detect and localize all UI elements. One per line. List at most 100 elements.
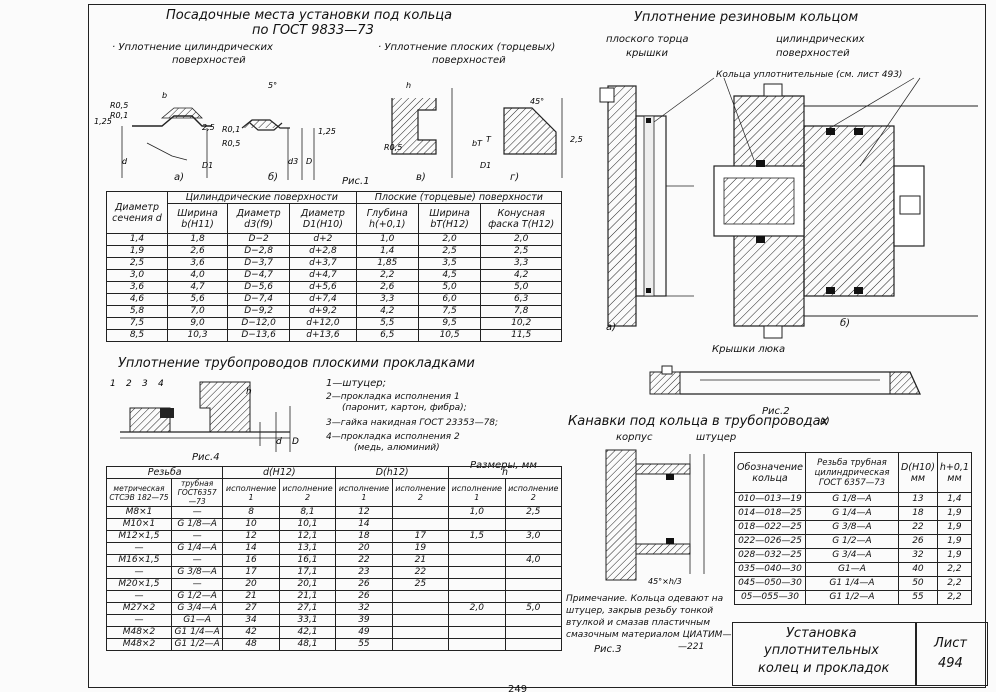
t3-row-cell: G1 1/4—A bbox=[804, 576, 899, 591]
flat-heading: · Уплотнение плоских (торцевых) bbox=[378, 42, 556, 53]
t1-col-6: Конусная фаска T(H12) bbox=[480, 203, 562, 234]
t2-isp2-h: исполнение 2 bbox=[504, 478, 563, 507]
t3-row-cell: 05—055—30 bbox=[734, 590, 806, 605]
t3-row-cell: 1,9 bbox=[936, 520, 973, 535]
cyl-heading: · Уплотнение цилиндрических bbox=[112, 42, 273, 53]
rubber-heading: Уплотнение резиновым кольцом bbox=[634, 10, 859, 25]
t2-row-cell bbox=[391, 518, 450, 531]
t2-row-cell: M48×2 bbox=[106, 626, 172, 639]
t1-row-cell: D−13,6 bbox=[227, 329, 291, 342]
t3-row-cell: 010—013—19 bbox=[734, 492, 806, 507]
t2-row-cell: G 1/2—A bbox=[170, 590, 224, 603]
t1-row-cell: 1,85 bbox=[355, 257, 419, 270]
t2-row-cell: — bbox=[170, 506, 224, 519]
grooves-heading: Канавки под кольца в трубопроводах bbox=[568, 414, 829, 429]
label-b2: б) bbox=[840, 318, 851, 329]
t2-row-cell: 32 bbox=[335, 602, 393, 615]
t2-row-cell: M8×1 bbox=[106, 506, 172, 519]
t3-row-cell: 2,2 bbox=[936, 562, 973, 577]
t1-row-cell: D−9,2 bbox=[227, 305, 291, 318]
t2-row-cell: 21 bbox=[222, 590, 280, 603]
t3-head-thread: Резьба трубная цилиндрическая ГОСТ 6357—… bbox=[804, 452, 899, 493]
t2-row-cell bbox=[391, 506, 450, 519]
t3-row-cell: 55 bbox=[897, 590, 938, 605]
dim-r05: R0,5 bbox=[110, 101, 128, 110]
fig3-dim: 45°×h/3 bbox=[648, 577, 682, 586]
dim-25: 2,5 bbox=[202, 123, 215, 132]
t2-row-cell: 14 bbox=[222, 542, 280, 555]
t1-row-cell: D−4,7 bbox=[227, 269, 291, 282]
t2-row-cell: 5,0 bbox=[504, 602, 563, 615]
fig3-caption: Рис.3 bbox=[594, 644, 622, 655]
t2-row-cell bbox=[504, 566, 563, 579]
t1-row-cell: 7,8 bbox=[480, 305, 562, 318]
t3-head-code: Обозначение кольца bbox=[734, 452, 806, 493]
table-groove-rings: Обозначение кольца Резьба трубная цилинд… bbox=[734, 452, 973, 605]
t1-row-cell: 1,8 bbox=[166, 233, 229, 246]
t2-row-cell: 2,0 bbox=[448, 602, 506, 615]
stamp-title-2: уплотнительных bbox=[764, 643, 879, 658]
flat-face-label: плоского торца bbox=[606, 34, 689, 45]
t3-row-cell: 50 bbox=[897, 576, 938, 591]
t2-row-cell bbox=[504, 626, 563, 639]
t2-isp2-D: исполнение 2 bbox=[391, 478, 450, 507]
t2-row-cell: G 3/8—A bbox=[170, 566, 224, 579]
korpus-label: корпус bbox=[616, 432, 653, 443]
legend-4: 4—прокладка исполнения 2 bbox=[326, 432, 460, 442]
fig4-n1: 1 bbox=[110, 379, 116, 389]
t2-row-cell: — bbox=[170, 530, 224, 543]
t1-head-cyl: Цилиндрические поверхности bbox=[167, 191, 357, 204]
t2-row-cell bbox=[504, 614, 563, 627]
t2-row-cell: 14 bbox=[335, 518, 393, 531]
t1-col-4: Глубина h(+0,1) bbox=[355, 203, 419, 234]
t2-row-cell: 2,5 bbox=[504, 506, 563, 519]
note-4: смазочным материалом ЦИАТИМ— bbox=[566, 630, 732, 640]
dim-D: D bbox=[306, 157, 312, 166]
dim-r05c: R0,5 bbox=[384, 143, 402, 152]
t1-row-cell: 3,6 bbox=[106, 281, 168, 294]
fig4-caption: Рис.4 bbox=[192, 452, 220, 463]
t2-row-cell bbox=[504, 542, 563, 555]
legend-1: 1—штуцер; bbox=[326, 378, 386, 389]
t1-row-cell: 6,5 bbox=[355, 329, 419, 342]
t2-row-cell: 22 bbox=[391, 566, 450, 579]
t2-row-cell bbox=[448, 542, 506, 555]
stamp-title-1: Установка bbox=[786, 626, 857, 641]
t3-row-cell: 2,2 bbox=[936, 576, 973, 591]
t2-row-cell: 48 bbox=[222, 638, 280, 651]
fig1a-sketch bbox=[121, 107, 212, 178]
fig4-n4: 4 bbox=[158, 379, 164, 389]
t1-row-cell: 5,0 bbox=[417, 281, 482, 294]
page-number: 249 bbox=[508, 684, 528, 695]
note-5: —221 bbox=[678, 642, 705, 652]
t2-row-cell bbox=[448, 590, 506, 603]
t2-head-h: h bbox=[448, 466, 562, 479]
label-b: б) bbox=[268, 172, 279, 183]
t2-head-D: D(h12) bbox=[335, 466, 450, 479]
t1-row-cell: 3,3 bbox=[355, 293, 419, 306]
flat-face-label-2: крышки bbox=[626, 48, 668, 59]
fig4-d: d bbox=[276, 437, 282, 447]
t1-col-1: Ширина b(H11) bbox=[166, 203, 229, 234]
t3-row-cell: 1,9 bbox=[936, 506, 973, 521]
t1-row-cell: 1,4 bbox=[355, 245, 419, 258]
t2-row-cell: 49 bbox=[335, 626, 393, 639]
fig3-sketch: 45°×h/3 bbox=[605, 449, 705, 586]
t2-row-cell: 26 bbox=[335, 578, 393, 591]
t3-row-cell: 40 bbox=[897, 562, 938, 577]
t2-row-cell: 17 bbox=[222, 566, 280, 579]
t2-row-cell: 33,1 bbox=[278, 614, 337, 627]
t2-row-cell: 17 bbox=[391, 530, 450, 543]
t1-row-cell: D−12,0 bbox=[227, 317, 291, 330]
fig4-n3: 3 bbox=[142, 379, 148, 389]
dim-T: T bbox=[486, 135, 492, 144]
t2-row-cell: 10 bbox=[222, 518, 280, 531]
t2-row-cell: 20 bbox=[335, 542, 393, 555]
dim-d: d bbox=[122, 157, 128, 166]
